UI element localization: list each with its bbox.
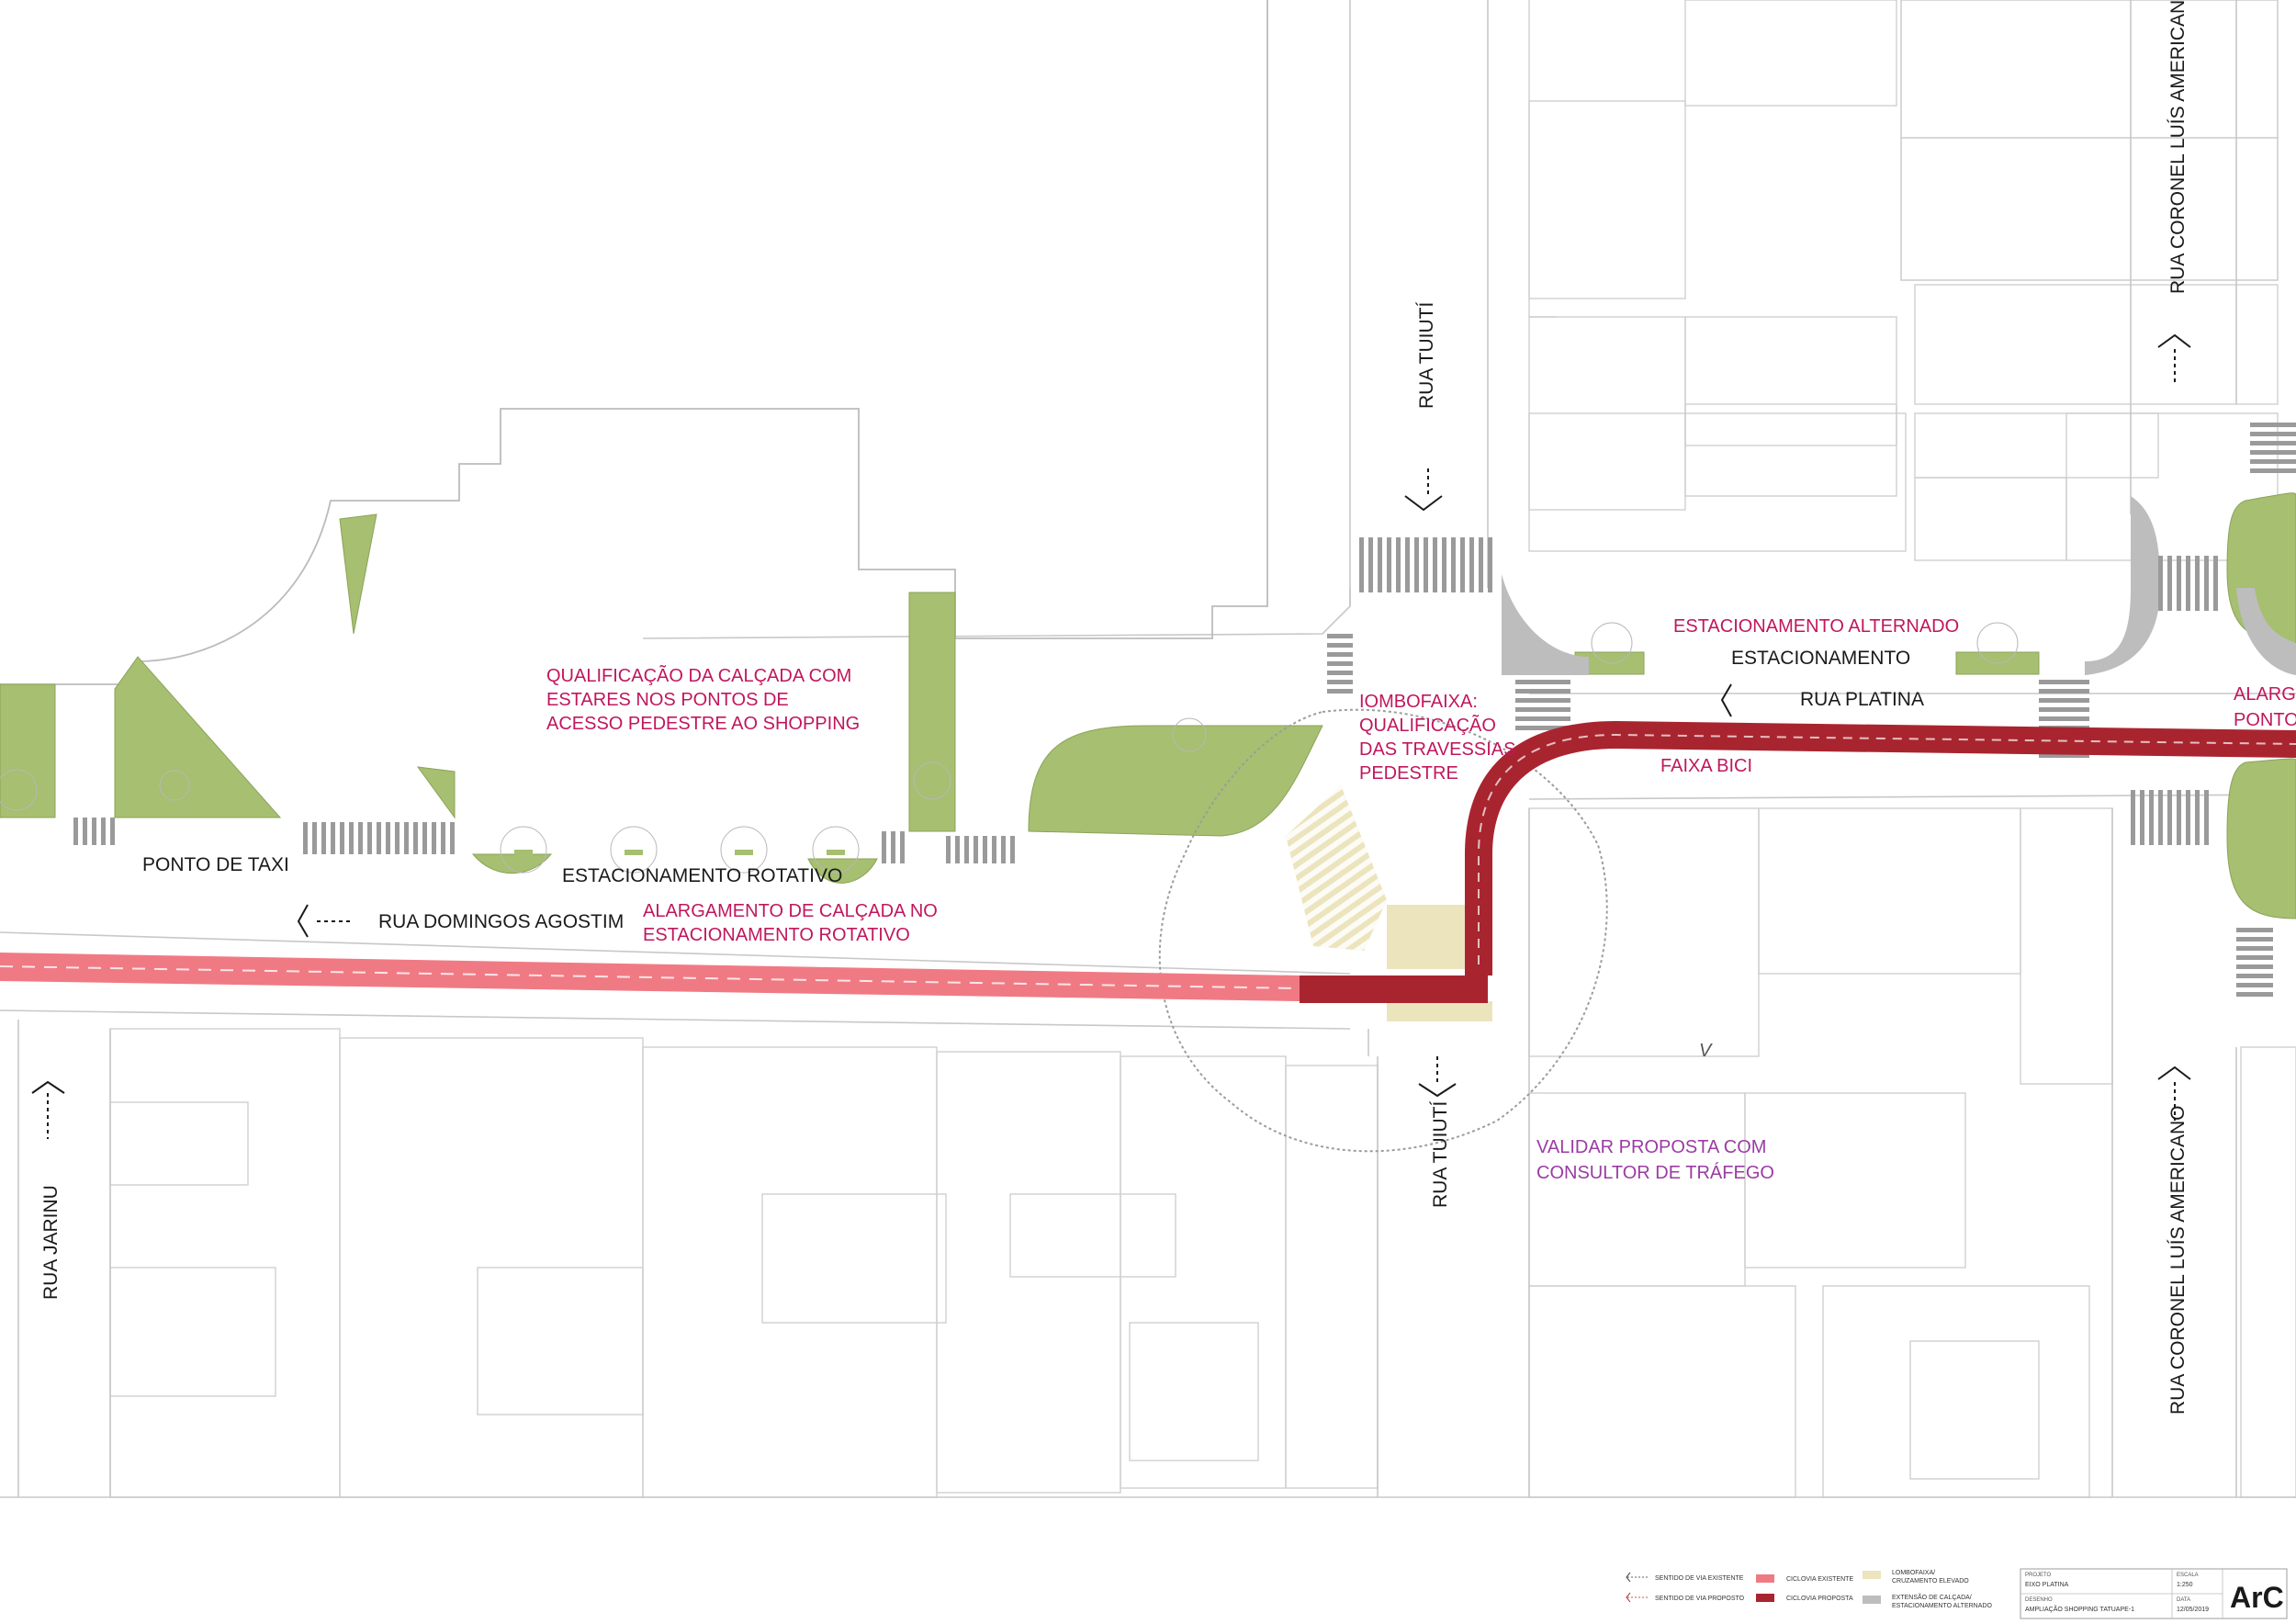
svg-text:ESTARES NOS PONTOS DE: ESTARES NOS PONTOS DE	[546, 690, 789, 710]
legend-swatch-lombofaixa	[1863, 1571, 1881, 1579]
legend-swatch-extensao	[1863, 1596, 1881, 1604]
svg-text:ALARGA: ALARGA	[2234, 684, 2296, 705]
label-ponto-taxi: PONTO DE TAXI	[142, 854, 289, 875]
label-estacionamento: ESTACIONAMENTO	[1731, 648, 1910, 669]
label-rua-tuiuti-south: RUA TUIUTÍ	[1430, 1101, 1451, 1208]
label-rua-coronel-south: RUA CORONEL LUÍS AMERICANO	[2167, 1106, 2189, 1415]
svg-text:ACESSO PEDESTRE AO SHOPPING: ACESSO PEDESTRE AO SHOPPING	[546, 714, 860, 734]
annotation-alargamento: ALARGAMENTO DE CALÇADA NO ESTACIONAMENTO…	[643, 901, 938, 945]
arrow-coronel-south	[2157, 1066, 2191, 1080]
street-trees	[0, 622, 2019, 874]
traffic-study-circle	[1158, 708, 1608, 1153]
direction-arrows	[31, 333, 2191, 1139]
tb-desenho-label: DESENHO	[2025, 1597, 2053, 1603]
legend: SENTIDO DE VIA EXISTENTE SENTIDO DE VIA …	[1626, 1570, 1992, 1609]
title-block: PROJETO EIXO PLATINA ESCALA 1:250 DESENH…	[2020, 1568, 2288, 1619]
tb-escala-label: ESCALA	[2177, 1573, 2199, 1578]
svg-text:DAS TRAVESSIAS: DAS TRAVESSIAS	[1359, 739, 1515, 760]
label-rua-tuiuti-north: RUA TUIUTÍ	[1416, 302, 1437, 409]
svg-text:IOMBOFAIXA:: IOMBOFAIXA:	[1359, 692, 1478, 712]
annotation-alarga-cut: ALARGA PONTO	[2234, 684, 2296, 730]
legend-lombofaixa-1: LOMBOFAIXA/	[1892, 1570, 1935, 1576]
label-rua-platina: RUA PLATINA	[1800, 689, 1924, 710]
arrow-rua-jarinu	[31, 1080, 65, 1094]
annotation-iombofaixa: IOMBOFAIXA: QUALIFICAÇÃO DAS TRAVESSIAS …	[1359, 692, 1515, 784]
svg-text:VALIDAR PROPOSTA COM: VALIDAR PROPOSTA COM	[1536, 1137, 1766, 1157]
green-areas	[0, 492, 2296, 919]
label-rua-jarinu: RUA JARINU	[40, 1185, 62, 1300]
svg-text:QUALIFICAÇÃO: QUALIFICAÇÃO	[1359, 714, 1496, 736]
building-lots	[642, 0, 2279, 639]
svg-text:ALARGAMENTO DE CALÇADA NO: ALARGAMENTO DE CALÇADA NO	[643, 901, 938, 921]
label-rua-domingos: RUA DOMINGOS AGOSTIM	[378, 911, 624, 932]
raised-crossing	[1286, 785, 1492, 1021]
svg-text:CONSULTOR DE TRÁFEGO: CONSULTOR DE TRÁFEGO	[1536, 1162, 1774, 1183]
label-v: V	[1699, 1041, 1713, 1061]
annotation-faixa-bici: FAIXA BICI	[1660, 756, 1752, 776]
arrow-rua-platina	[1720, 683, 1732, 717]
svg-text:ESTACIONAMENTO ROTATIVO: ESTACIONAMENTO ROTATIVO	[643, 925, 910, 945]
annotation-qualificacao: QUALIFICAÇÃO DA CALÇADA COM ESTARES NOS …	[546, 664, 860, 734]
ciclovia-proposta	[1300, 721, 2296, 1003]
svg-text:QUALIFICAÇÃO DA CALÇADA COM: QUALIFICAÇÃO DA CALÇADA COM	[546, 664, 851, 686]
label-rua-coronel-north: RUA CORONEL LUÍS AMERICANO	[2167, 0, 2189, 294]
building-lots-south	[0, 807, 2296, 1498]
arrow-rua-domingos	[297, 904, 309, 938]
ciclovia-existente-centerline	[0, 965, 1300, 989]
legend-extensao-1: EXTENSÃO DE CALÇADA/	[1892, 1593, 1972, 1601]
svg-text:PEDESTRE: PEDESTRE	[1359, 763, 1458, 784]
ciclovia-proposta-markings	[1478, 733, 2296, 964]
tb-data-label: DATA	[2177, 1597, 2190, 1603]
legend-arrow-proposed	[1626, 1592, 1631, 1603]
legend-arrow-existing	[1626, 1572, 1631, 1583]
legend-swatch-ciclovia-existente	[1756, 1574, 1774, 1583]
tb-projeto: EIXO PLATINA	[2025, 1582, 2069, 1588]
arrow-rua-tuiuti-north	[1404, 495, 1443, 512]
arrow-coronel-north	[2157, 333, 2191, 348]
tb-data: 12/05/2019	[2177, 1607, 2209, 1613]
arrow-rua-tuiuti-south	[1418, 1083, 1457, 1098]
legend-ciclovia-proposta: CICLOVIA PROPOSTA	[1786, 1596, 1853, 1602]
legend-swatch-ciclovia-proposta	[1756, 1594, 1774, 1602]
tb-logo: ArC	[2230, 1581, 2284, 1614]
label-estacionamento-rotativo: ESTACIONAMENTO ROTATIVO	[562, 865, 842, 886]
legend-extensao-2: ESTACIONAMENTO ALTERNADO	[1892, 1603, 1992, 1609]
legend-ciclovia-existente: CICLOVIA EXISTENTE	[1786, 1576, 1853, 1583]
tb-escala: 1:250	[2177, 1582, 2193, 1588]
shopping-outline	[0, 0, 1268, 685]
sidewalk-extensions	[1502, 496, 2296, 675]
legend-sentido-existente: SENTIDO DE VIA EXISTENTE	[1655, 1575, 1744, 1582]
svg-text:PONTO: PONTO	[2234, 710, 2296, 730]
parking-bays	[514, 850, 845, 855]
zebra-crossings	[69, 423, 2296, 1001]
annotation-estacionamento-alternado: ESTACIONAMENTO ALTERNADO	[1673, 616, 1959, 637]
tb-projeto-label: PROJETO	[2025, 1573, 2052, 1578]
legend-lombofaixa-2: CRUZAMENTO ELEVADO	[1892, 1578, 1969, 1585]
legend-sentido-proposto: SENTIDO DE VIA PROPOSTO	[1655, 1596, 1745, 1602]
tb-desenho: AMPLIAÇÃO SHOPPING TATUAPE-1	[2025, 1605, 2134, 1613]
annotation-validar: VALIDAR PROPOSTA COM CONSULTOR DE TRÁFEG…	[1536, 1137, 1774, 1183]
